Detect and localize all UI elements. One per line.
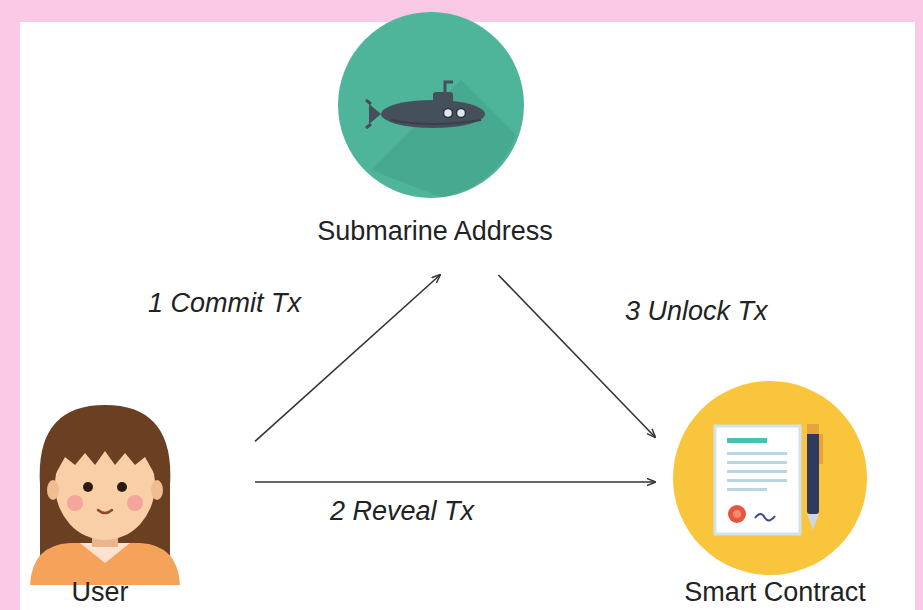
edge-label: 1 Commit Tx [148,288,301,319]
user-node: User [20,395,255,605]
arrow-connector [255,481,655,483]
node-illustration [655,378,895,606]
submarine-node: Submarine Address [311,20,559,275]
contract-node: Smart Contract [655,378,895,606]
edge-label: 3 Unlock Tx [625,296,768,327]
node-illustration [20,395,255,605]
node-label: User [71,577,128,608]
node-label: Submarine Address [317,216,553,247]
node-label: Smart Contract [684,577,866,608]
edge-label: 2 Reveal Tx [330,496,474,527]
